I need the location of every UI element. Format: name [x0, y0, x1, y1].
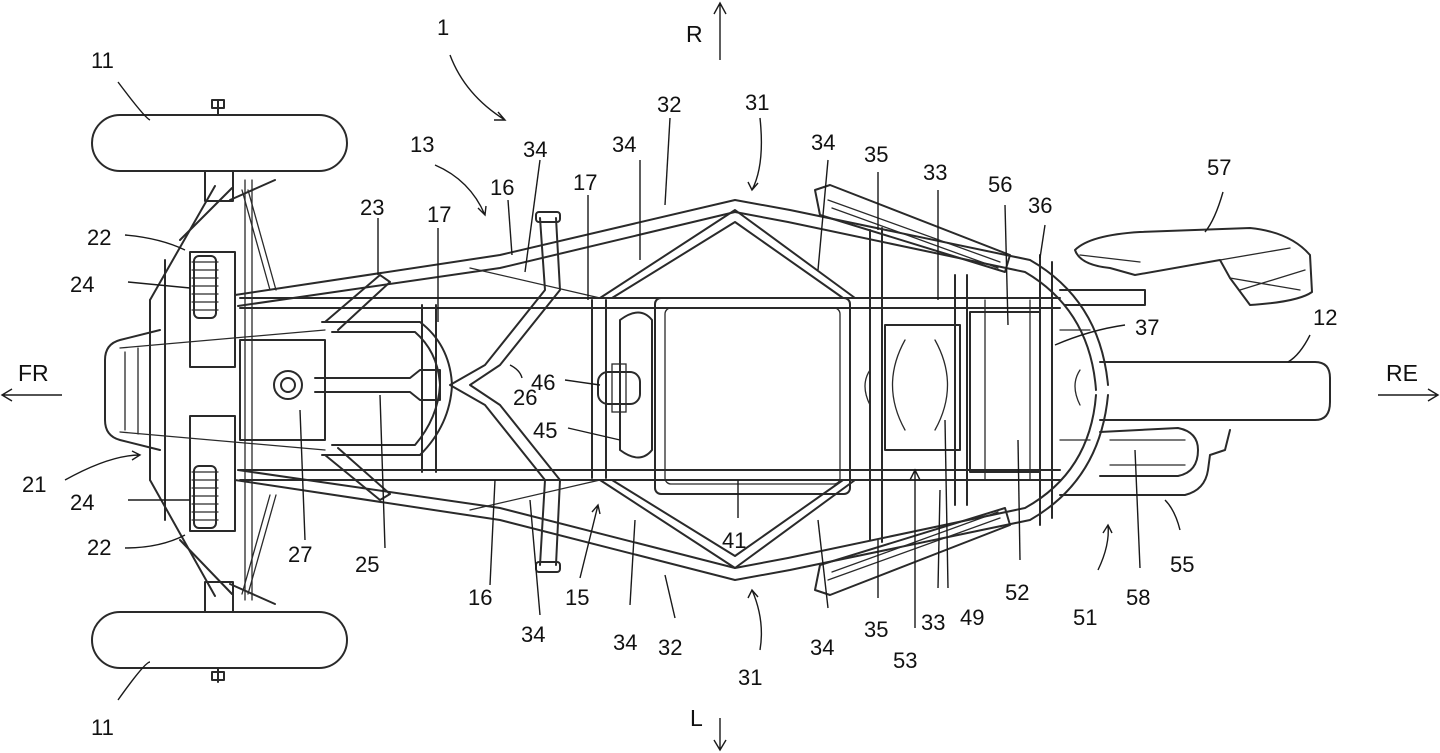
label-34-e: 34 [613, 630, 637, 655]
muffler [1099, 427, 1199, 477]
seat-mount-knob [597, 371, 641, 405]
label-1: 1 [437, 15, 449, 40]
label-46: 46 [531, 370, 555, 395]
label-45: 45 [533, 418, 557, 443]
seat [654, 297, 851, 495]
label-58: 58 [1126, 585, 1150, 610]
label-34-b: 34 [612, 132, 636, 157]
left-shock-absorber [191, 465, 219, 529]
direction-label-front: FR [18, 360, 49, 386]
label-31-upper: 31 [745, 90, 769, 115]
label-16-lower: 16 [468, 585, 492, 610]
label-36: 36 [1028, 193, 1052, 218]
label-17-left: 17 [427, 202, 451, 227]
label-52: 52 [1005, 580, 1029, 605]
steering-gearbox [239, 339, 326, 441]
main-frame [234, 199, 1109, 581]
label-11-right-wheel: 11 [91, 48, 114, 73]
direction-label-left: L [690, 705, 703, 731]
label-56: 56 [988, 172, 1012, 197]
label-34-f: 34 [810, 635, 834, 660]
label-23: 23 [360, 195, 384, 220]
label-25: 25 [355, 552, 379, 577]
bumper-frame [104, 329, 161, 451]
label-21: 21 [22, 472, 46, 497]
label-37: 37 [1135, 315, 1159, 340]
label-22-upper: 22 [87, 225, 111, 250]
label-17-right: 17 [573, 170, 597, 195]
label-51: 51 [1073, 605, 1097, 630]
label-57: 57 [1207, 155, 1231, 180]
label-34-c: 34 [811, 130, 835, 155]
left-knuckle [204, 581, 234, 613]
direction-label-right: R [686, 21, 703, 47]
label-55: 55 [1170, 552, 1194, 577]
rear-assembly [1059, 227, 1331, 496]
label-24-upper: 24 [70, 272, 94, 297]
air-cleaner [1074, 227, 1313, 306]
front-right-wheel [91, 114, 348, 172]
label-13: 13 [410, 132, 434, 157]
label-41: 41 [722, 528, 746, 553]
label-49: 49 [960, 605, 984, 630]
engine-unit [864, 299, 1091, 481]
rear-axle [1099, 361, 1331, 421]
label-53: 53 [893, 648, 917, 673]
front-left-wheel [91, 611, 348, 669]
label-35-upper: 35 [864, 142, 888, 167]
rear-side-guards [814, 184, 1011, 596]
label-31-lower: 31 [738, 665, 762, 690]
label-35-lower: 35 [864, 617, 888, 642]
label-33-upper: 33 [923, 160, 947, 185]
seat-area [597, 297, 851, 495]
reference-labels: 1 11 11 12 13 15 16 16 17 17 21 22 22 23… [22, 15, 1337, 740]
label-34-d: 34 [521, 622, 545, 647]
front-wheels [91, 99, 348, 683]
leader-lines [64, 54, 1311, 701]
label-32-upper: 32 [657, 92, 681, 117]
label-33-lower: 33 [921, 610, 945, 635]
label-22-lower: 22 [87, 535, 111, 560]
label-32-lower: 32 [658, 635, 682, 660]
label-24-lower: 24 [70, 490, 94, 515]
front-suspension [104, 179, 326, 605]
label-16-upper: 16 [490, 175, 514, 200]
direction-label-rear: RE [1386, 360, 1418, 386]
label-27: 27 [288, 542, 312, 567]
label-34-a: 34 [523, 137, 547, 162]
label-12: 12 [1313, 305, 1337, 330]
label-26: 26 [513, 385, 537, 410]
right-shock-absorber [191, 255, 219, 319]
label-15: 15 [565, 585, 589, 610]
steering-system [239, 211, 561, 573]
label-11-left-wheel: 11 [91, 715, 114, 740]
